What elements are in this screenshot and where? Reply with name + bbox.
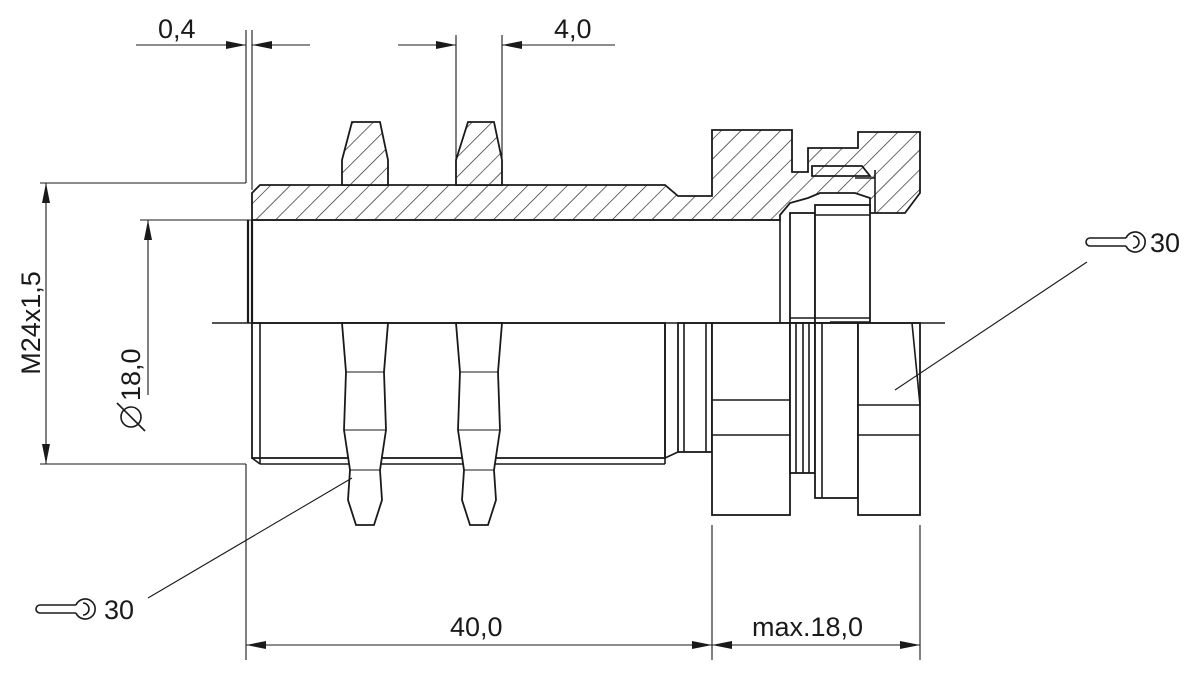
dim-max-length: max.18,0 (752, 612, 863, 642)
torque-left-label: 30 (104, 595, 134, 625)
dim-thread: M24x1,5 (16, 271, 46, 375)
torque-right-label: 30 (1150, 228, 1180, 258)
dim-bore: 18,0 (116, 348, 146, 401)
wrench-icon (35, 598, 96, 620)
right-leader-line (894, 261, 1088, 391)
dim-nut-width: 4,0 (554, 14, 592, 44)
dim-bore-group: 18,0 (116, 348, 146, 432)
dim-wall-gap: 0,4 (158, 14, 196, 44)
exterior-view (251, 322, 921, 526)
wrench-icon (1085, 231, 1146, 253)
dim-length: 40,0 (450, 612, 503, 642)
extension-lines (40, 30, 921, 660)
diameter-symbol (120, 406, 142, 428)
left-leader-line (147, 477, 353, 599)
section-view (246, 121, 921, 324)
dimension-lines (42, 41, 920, 649)
